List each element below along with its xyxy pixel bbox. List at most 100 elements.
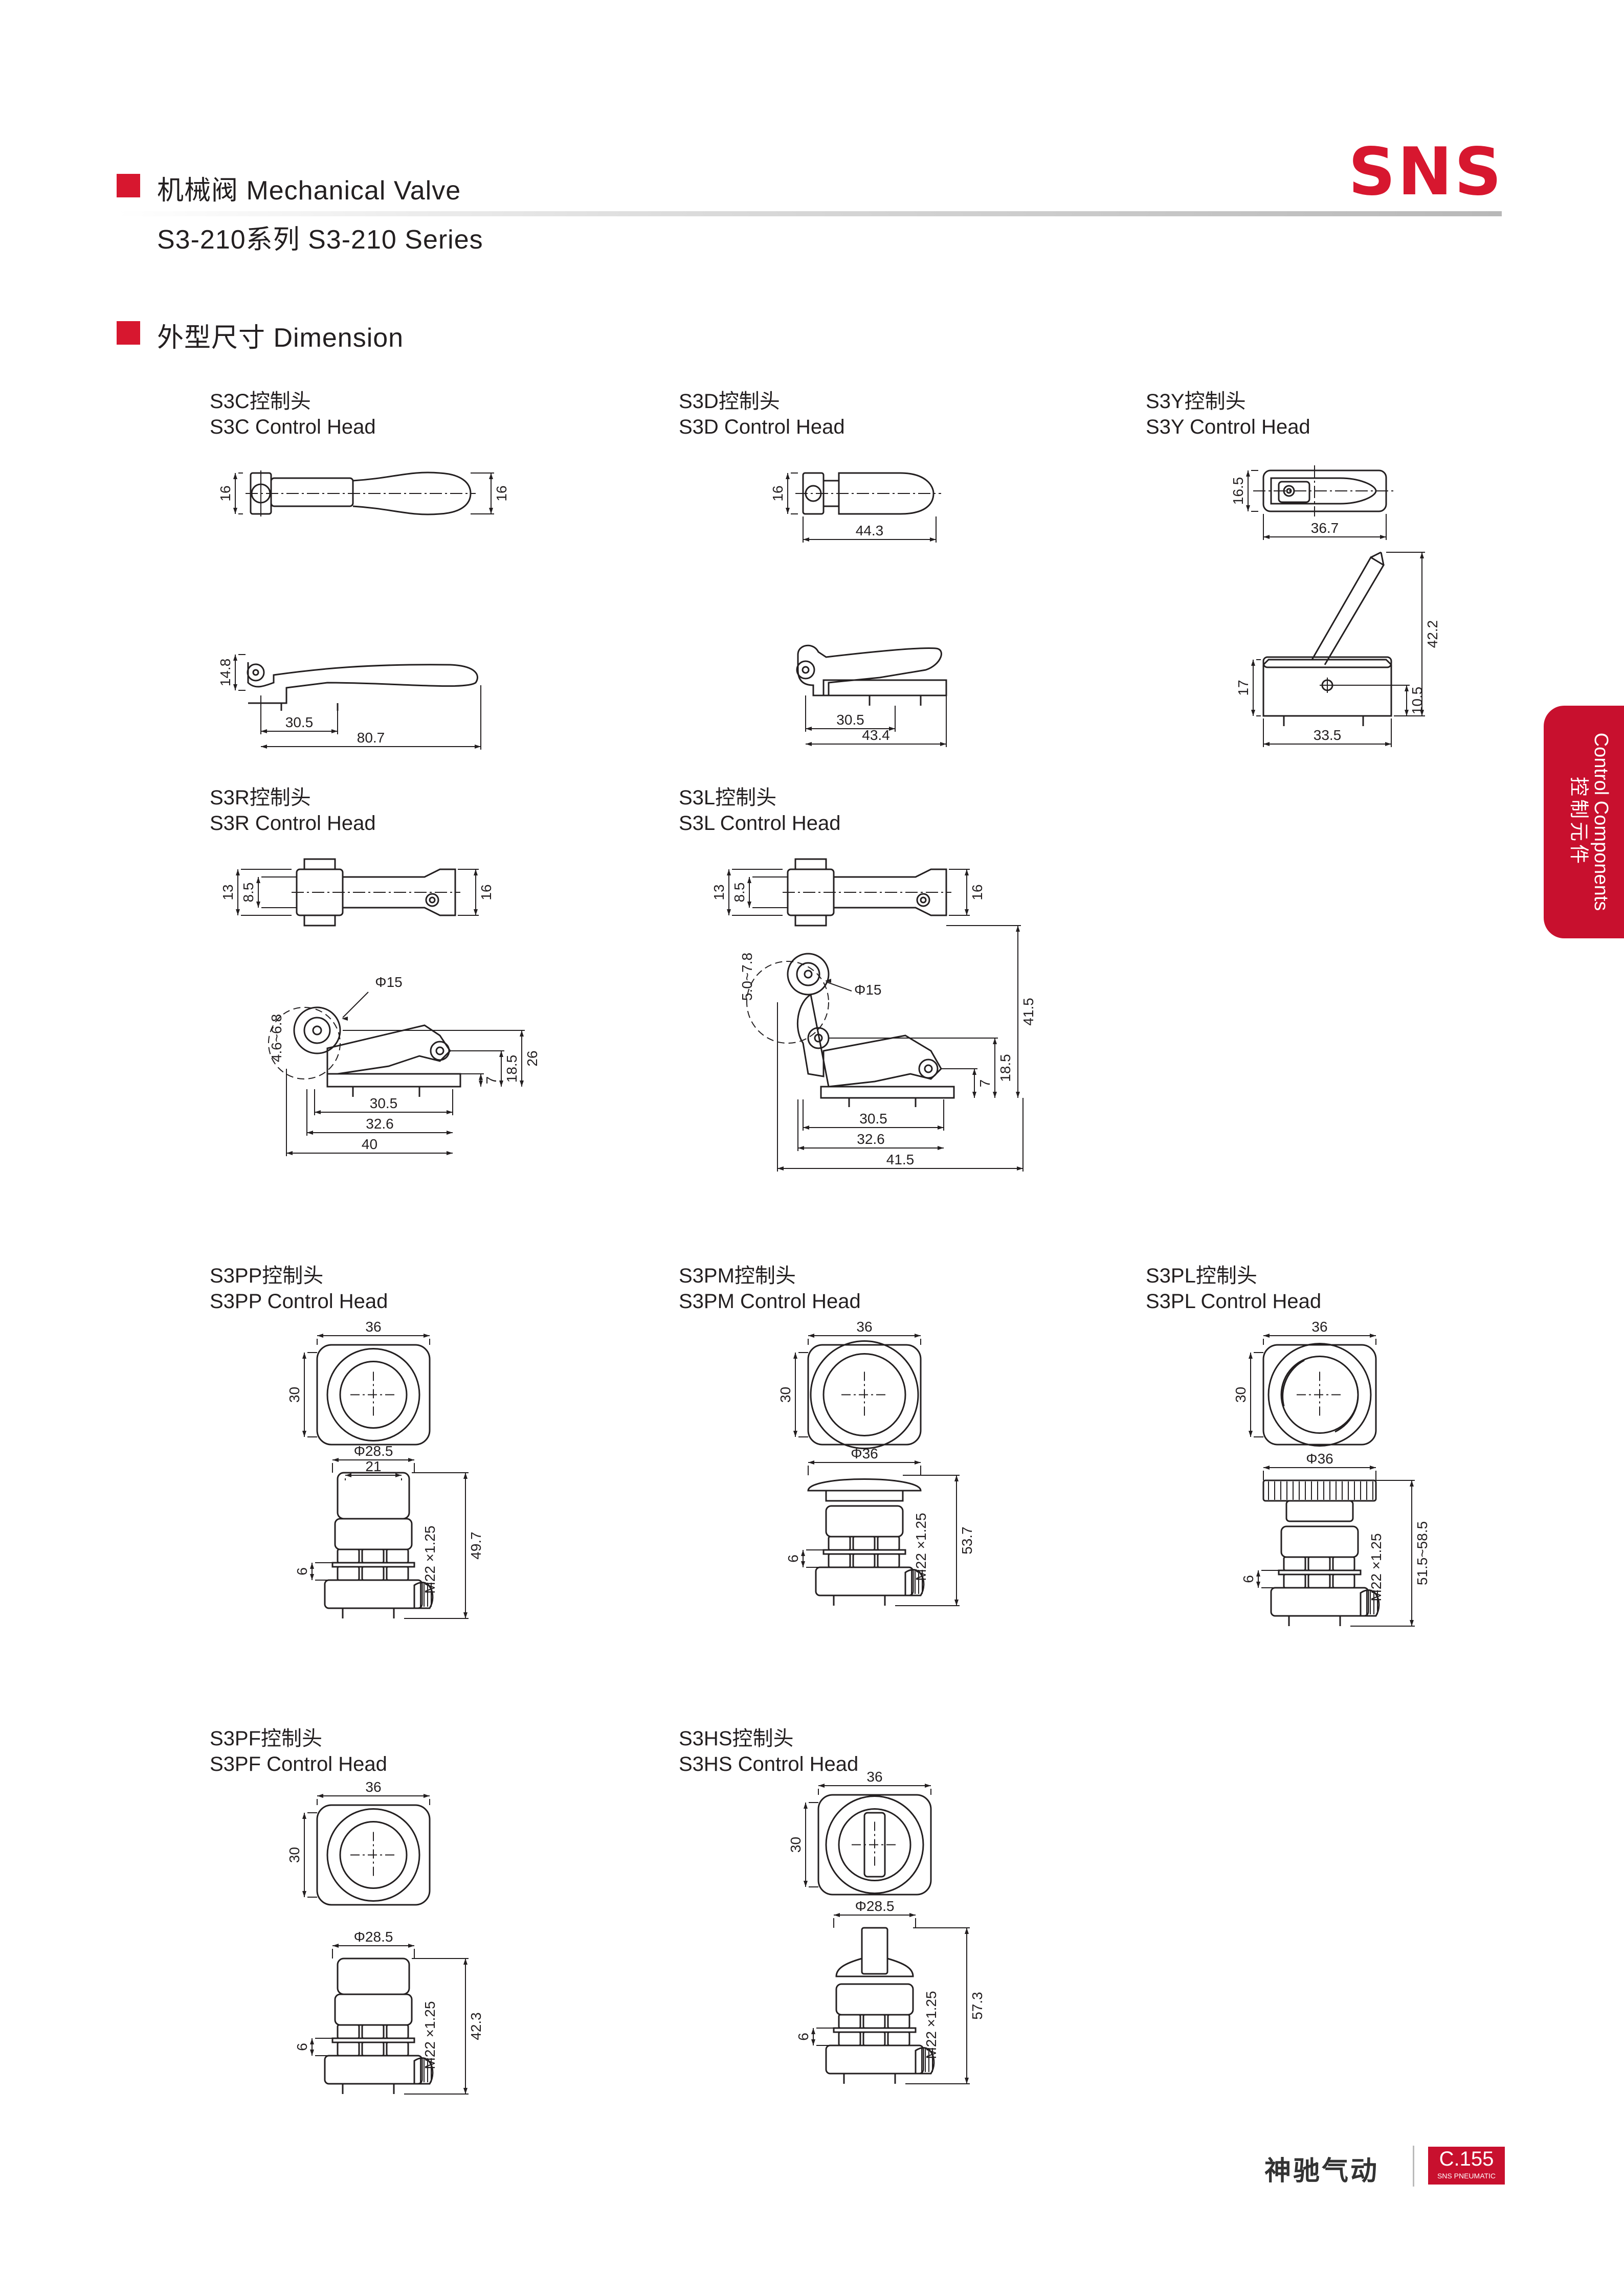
dimension-arrow (811, 2028, 815, 2034)
drawing-outline (828, 1553, 851, 1568)
dimension-label: M22 ×1.25 (1368, 1533, 1384, 1601)
dimension-label: 53.7 (959, 1526, 975, 1555)
dimension-arrow (1370, 1466, 1376, 1470)
dimension-arrow (447, 1110, 453, 1114)
drawing-outline (337, 1566, 360, 1581)
drawing-outline (361, 1548, 385, 1564)
dimension-arrow (307, 1131, 313, 1135)
drawing-outline (862, 2014, 886, 2029)
dimension-label: 6 (294, 1567, 310, 1575)
caption-en: S3PL Control Head (1146, 1290, 1322, 1313)
drawing-outline (1278, 481, 1310, 503)
dimension-arrow (463, 1473, 468, 1479)
dimension-label: 7 (483, 1076, 499, 1085)
caption-cn: S3Y控制头 (1146, 390, 1246, 413)
dimension-arrow (965, 869, 969, 875)
drawing-circle (326, 1808, 420, 1902)
dimension-label: 49.7 (468, 1532, 484, 1560)
dimension-label: 30.5 (285, 714, 314, 730)
dimension-arrow (1405, 685, 1409, 691)
drawing-outline (1334, 1380, 1359, 1433)
dimension-arrow (447, 1131, 453, 1135)
dimension-arrow (803, 1126, 809, 1130)
dimension-arrow (925, 1784, 931, 1788)
dimension-arrow (915, 1460, 921, 1465)
drawing-outline (247, 662, 478, 704)
dimension-arrow (302, 1891, 306, 1897)
drawing-circle (746, 961, 829, 1044)
dimension-arrow (233, 508, 237, 514)
caption-s3pp: S3PP控制头 S3PP Control Head (210, 1263, 388, 1314)
dimension-arrow (332, 1458, 339, 1462)
dimension-arrow (954, 1475, 959, 1481)
dimension-arrow (786, 508, 790, 514)
drawing-outline (862, 2031, 886, 2046)
dimension-arrow (520, 1030, 524, 1037)
drawing-outline (361, 2041, 385, 2057)
drawing-circle (814, 1033, 823, 1043)
dimension-arrow (236, 909, 240, 915)
dimension-label: 36.7 (1311, 520, 1339, 536)
dimension-arrow (1251, 710, 1255, 716)
drawing-circle (429, 896, 436, 904)
drawing-outline (1282, 1359, 1305, 1407)
dimension-arrow (804, 1803, 808, 1809)
dimension-arrow (310, 2038, 314, 2044)
dimension-arrow (261, 745, 267, 749)
dimension-arrow (972, 1092, 976, 1098)
drawing-circle (312, 1025, 322, 1036)
dimension-label: Φ28.5 (855, 1898, 895, 1914)
dimension-label: 8.5 (731, 883, 747, 903)
drawing-circle (303, 1017, 331, 1044)
drawing-outline (825, 2044, 924, 2075)
caption-cn: S3C控制头 (210, 390, 311, 413)
dimension-arrow (1249, 1353, 1253, 1359)
drawing-line (1370, 551, 1382, 558)
drawing-line (826, 981, 852, 992)
dimension-arrow (463, 1959, 468, 1965)
dimension-label: 44.3 (856, 523, 884, 538)
dimension-label: 32.6 (857, 1131, 885, 1147)
drawing-circle (918, 1059, 939, 1079)
drawing-outline (361, 1566, 385, 1581)
drawing-outline (386, 1548, 409, 1564)
caption-s3l: S3L控制头 S3L Control Head (679, 785, 840, 836)
dimension-arrow (1017, 1166, 1023, 1170)
dimension-arrow (408, 1458, 414, 1462)
dimension-arrow (479, 1081, 483, 1087)
dimension-arrow (317, 1334, 323, 1338)
drawing-outline (861, 1927, 888, 1975)
drawing-outline (794, 914, 827, 927)
drawing-outline (303, 858, 336, 870)
drawing-outline (326, 1073, 461, 1088)
dimension-label: 13 (220, 884, 236, 900)
dimension-label: 18.5 (997, 1054, 1013, 1082)
drawing-circle (796, 962, 820, 986)
drawing-outline (820, 1086, 955, 1099)
dimension-label: M22 ×1.25 (913, 1513, 929, 1581)
dimension-label: 16 (969, 884, 985, 900)
dimension-label: 21 (365, 1458, 381, 1474)
dimension-label: 8.5 (240, 883, 256, 903)
dimension-arrow (993, 1092, 997, 1098)
dimension-arrow (1256, 1570, 1260, 1577)
dimension-arrow (811, 2039, 815, 2045)
dimension-arrow (804, 1881, 808, 1887)
dimension-label: 36 (866, 1769, 882, 1785)
dimension-label: 14.8 (217, 659, 233, 687)
dimension-arrow (808, 1334, 814, 1338)
drawing-circle (822, 1353, 906, 1436)
dimension-arrow (1370, 1334, 1376, 1338)
dimension-label: 16.5 (1230, 477, 1246, 505)
drawing-line (1380, 552, 1385, 566)
dimension-arrow (256, 877, 260, 883)
drawing-outline (334, 1518, 413, 1550)
drawing-outline (807, 1478, 922, 1492)
dimension-label: M22 ×1.25 (422, 2001, 438, 2069)
drawing-outline (1283, 1573, 1306, 1589)
dimension-label: 16 (770, 485, 786, 501)
